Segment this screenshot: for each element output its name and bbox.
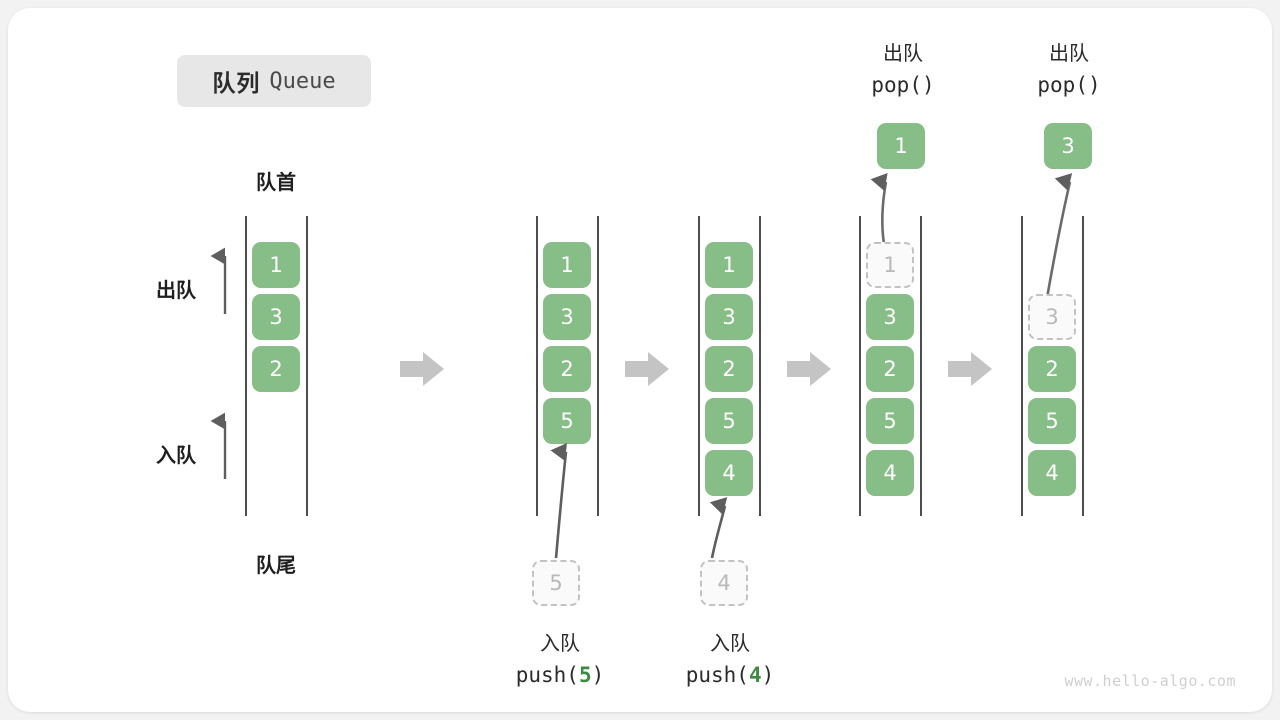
diagram-card: 队列 Queue 队首 队尾 出队 入队 1 3 2 1 3 2 5: [8, 8, 1272, 712]
enqueue-arrow-icon: [210, 412, 227, 479]
pop-caption-col5: 出队 pop(): [994, 38, 1144, 102]
enqueue-label: 入队: [156, 443, 196, 467]
pop-caption-code: pop(): [871, 73, 935, 97]
queue-box: 4: [705, 450, 753, 496]
pop-caption-cn: 出队: [883, 41, 923, 65]
pop-arrow-icon-col4: [870, 173, 888, 245]
incoming-ghost-box: 4: [700, 560, 748, 606]
queue-box: 2: [543, 346, 591, 392]
outgoing-ghost-box: 3: [1028, 294, 1076, 340]
dequeue-arrow-icon: [210, 247, 227, 314]
incoming-ghost-box: 5: [532, 560, 580, 606]
rail-left-col4: [859, 216, 861, 516]
queue-box: 2: [866, 346, 914, 392]
queue-box: 5: [866, 398, 914, 444]
queue-box: 5: [543, 398, 591, 444]
queue-box: 5: [1028, 398, 1076, 444]
pop-caption-code: pop(): [1037, 73, 1101, 97]
rail-right-col3: [759, 216, 761, 516]
rail-right-col4: [920, 216, 922, 516]
queue-box: 1: [252, 242, 300, 288]
queue-box: 2: [705, 346, 753, 392]
rail-left-col5: [1021, 216, 1023, 516]
rail-left-col1: [245, 216, 247, 516]
rail-left-col3: [698, 216, 700, 516]
title-cn: 队列: [212, 71, 261, 97]
front-label: 队首: [256, 170, 296, 194]
step-arrow-icon: [948, 352, 992, 386]
rail-right-col5: [1082, 216, 1084, 516]
push-caption-cn: 入队: [710, 631, 750, 655]
queue-box: 2: [1028, 346, 1076, 392]
pop-caption-col4: 出队 pop(): [828, 38, 978, 102]
title-chip: 队列 Queue: [177, 55, 371, 107]
push-caption-code: push(5): [515, 663, 605, 687]
push-caption-cn: 入队: [540, 631, 580, 655]
step-arrow-icon: [625, 352, 669, 386]
rear-label: 队尾: [256, 553, 296, 577]
step-arrow-icon: [400, 352, 444, 386]
push-caption-col2: 入队 push(5): [470, 628, 650, 692]
rail-left-col2: [536, 216, 538, 516]
dequeue-label: 出队: [156, 278, 196, 302]
queue-box: 1: [543, 242, 591, 288]
queue-box: 4: [866, 450, 914, 496]
queue-box: 3: [705, 294, 753, 340]
watermark: www.hello-algo.com: [1064, 672, 1236, 690]
popped-box: 1: [877, 123, 925, 169]
queue-box: 2: [252, 346, 300, 392]
queue-box: 3: [252, 294, 300, 340]
popped-box: 3: [1044, 123, 1092, 169]
pop-caption-cn: 出队: [1049, 41, 1089, 65]
queue-box: 1: [705, 242, 753, 288]
rail-right-col2: [597, 216, 599, 516]
push-arrow-icon-col3: [709, 497, 728, 559]
push-caption-code: push(4): [685, 663, 775, 687]
queue-box: 4: [1028, 450, 1076, 496]
pop-arrow-icon-col5: [1045, 173, 1073, 299]
queue-box: 5: [705, 398, 753, 444]
rail-right-col1: [306, 216, 308, 516]
outgoing-ghost-box: 1: [866, 242, 914, 288]
queue-box: 3: [866, 294, 914, 340]
step-arrow-icon: [787, 352, 831, 386]
title-en: Queue: [269, 68, 336, 94]
push-arrow-icon-col2: [550, 442, 568, 559]
queue-box: 3: [543, 294, 591, 340]
push-caption-col3: 入队 push(4): [640, 628, 820, 692]
